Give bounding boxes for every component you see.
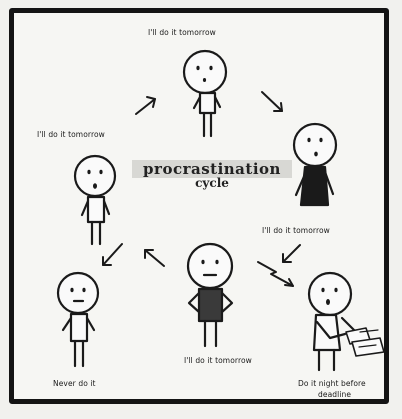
stick-figure-left xyxy=(73,154,117,246)
stick-figure-bottom-center xyxy=(186,242,234,348)
label-bottom-right-line2: deadline xyxy=(318,390,352,399)
cycle-subtitle: cycle xyxy=(195,176,229,190)
label-right: I'll do it tomorrow xyxy=(262,226,330,235)
stick-figure-bottom-left xyxy=(56,271,100,368)
stick-figure-right xyxy=(292,122,338,207)
cycle-arrows xyxy=(102,91,301,287)
label-bottom-left: Never do it xyxy=(53,379,96,388)
label-left: I'll do it tomorrow xyxy=(37,130,105,139)
label-bottom-right-line1: Do it night before xyxy=(298,379,366,388)
label-top: I'll do it tomorrow xyxy=(148,28,216,37)
label-bottom-center: I'll do it tomorrow xyxy=(184,356,252,365)
stick-figure-bottom-right xyxy=(307,271,385,372)
cycle-title: procrastination xyxy=(132,160,292,178)
cycle-title-block: procrastination cycle xyxy=(132,160,292,190)
stick-figure-top xyxy=(182,49,228,138)
